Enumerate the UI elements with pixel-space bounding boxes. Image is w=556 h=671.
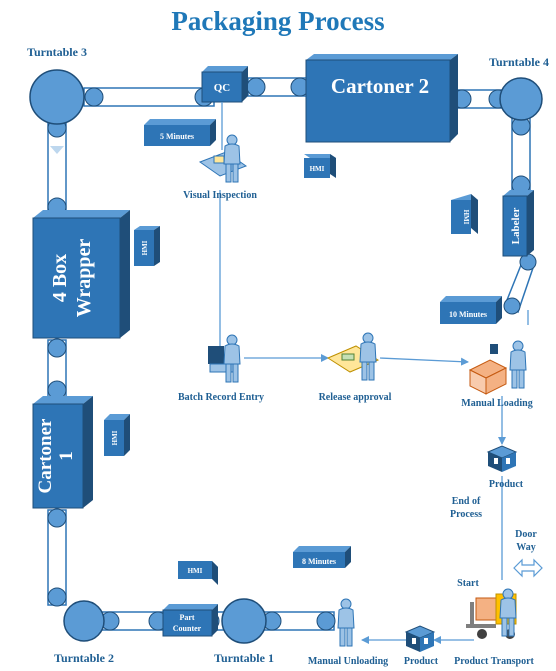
- box-wrapper-label-1: 4 Box: [49, 254, 71, 302]
- release-approval-label: Release approval: [319, 392, 392, 403]
- triangle-down-icon: [50, 146, 64, 154]
- product-box-icon: [486, 445, 518, 472]
- duration-tag-loading: 10 Minutes: [440, 296, 502, 324]
- hmi-label: HMI: [141, 240, 149, 255]
- flow-lines: [219, 102, 529, 644]
- labeler-label: Labeler: [510, 208, 522, 245]
- product-top-label: Product: [489, 479, 524, 490]
- duration-tag-unloading: 8 Minutes: [293, 546, 351, 568]
- hmi-panel-cartoner-1: HMI: [104, 414, 130, 456]
- cartoner-1-label-2: 1: [56, 451, 77, 461]
- end-of-process-label-1: End of: [452, 496, 481, 507]
- duration-loading-text: 10 Minutes: [449, 310, 487, 319]
- visual-inspection-label: Visual Inspection: [183, 190, 257, 201]
- manual-unloading-label: Manual Unloading: [308, 656, 388, 667]
- conveyor-left: [47, 118, 67, 607]
- batch-record-entry-label: Batch Record Entry: [178, 392, 264, 403]
- product-transport-label: Product Transport: [454, 656, 534, 667]
- qc-label: QC: [214, 82, 231, 94]
- visual-inspection-station: [198, 134, 248, 183]
- duration-qc-text: 5 Minutes: [160, 132, 194, 141]
- hmi-panel-bottom: HMI: [178, 561, 218, 585]
- double-arrow-icon: [513, 558, 543, 578]
- manual-unloading-station: [337, 598, 355, 647]
- end-of-process-label-2: Process: [450, 509, 482, 520]
- turntable-1-label: Turntable 1: [214, 651, 274, 665]
- labeler-machine: Labeler: [502, 190, 534, 257]
- cartoner-2-label: Cartoner 2: [331, 74, 429, 98]
- conveyor-right: [503, 116, 537, 315]
- hmi-panel-cartoner-2: HMI: [304, 154, 336, 178]
- hmi-label: HMI: [310, 165, 325, 173]
- cartoner-1-machine: Cartoner 1: [32, 396, 93, 509]
- box-wrapper-machine: 4 Box Wrapper: [32, 210, 130, 339]
- hmi-label: HMI: [188, 567, 203, 575]
- door-way-label-1: Door: [515, 529, 537, 540]
- hmi-panel-wrapper: HMI: [134, 226, 160, 266]
- turntable-4-label: Turntable 4: [489, 55, 549, 69]
- manual-loading-station: [468, 340, 527, 395]
- part-counter-label-1: Part: [179, 613, 194, 622]
- turntable-4: [499, 77, 543, 121]
- hmi-panel-labeler: HMI: [451, 194, 478, 234]
- product-bottom-label: Product: [404, 656, 439, 667]
- door-way-label-2: Way: [516, 542, 535, 553]
- turntable-2-label: Turntable 2: [54, 651, 114, 665]
- turntable-1: [221, 598, 267, 644]
- part-counter-label-2: Counter: [173, 624, 202, 633]
- product-box-bottom-icon: [404, 625, 436, 652]
- start-label: Start: [457, 578, 479, 589]
- release-approval-station: [326, 332, 380, 381]
- duration-tag-qc: 5 Minutes: [144, 119, 216, 146]
- box-wrapper-label-2: Wrapper: [73, 239, 95, 318]
- manual-loading-label: Manual Loading: [461, 398, 532, 409]
- page-title: Packaging Process: [171, 6, 384, 36]
- qc-machine: QC: [201, 66, 248, 103]
- hmi-label: HMI: [462, 210, 470, 225]
- hmi-label: HMI: [111, 430, 119, 445]
- product-transport-forklift-icon: [466, 588, 517, 639]
- batch-record-entry-station: [208, 334, 241, 383]
- cartoner-1-label-1: Cartoner: [35, 418, 56, 493]
- part-counter-machine: Part Counter: [162, 604, 218, 637]
- turntable-2: [63, 600, 105, 642]
- turntable-3: [29, 69, 85, 125]
- turntable-3-label: Turntable 3: [27, 45, 87, 59]
- cartoner-2-machine: Cartoner 2: [305, 54, 458, 143]
- duration-unloading-text: 8 Minutes: [302, 557, 336, 566]
